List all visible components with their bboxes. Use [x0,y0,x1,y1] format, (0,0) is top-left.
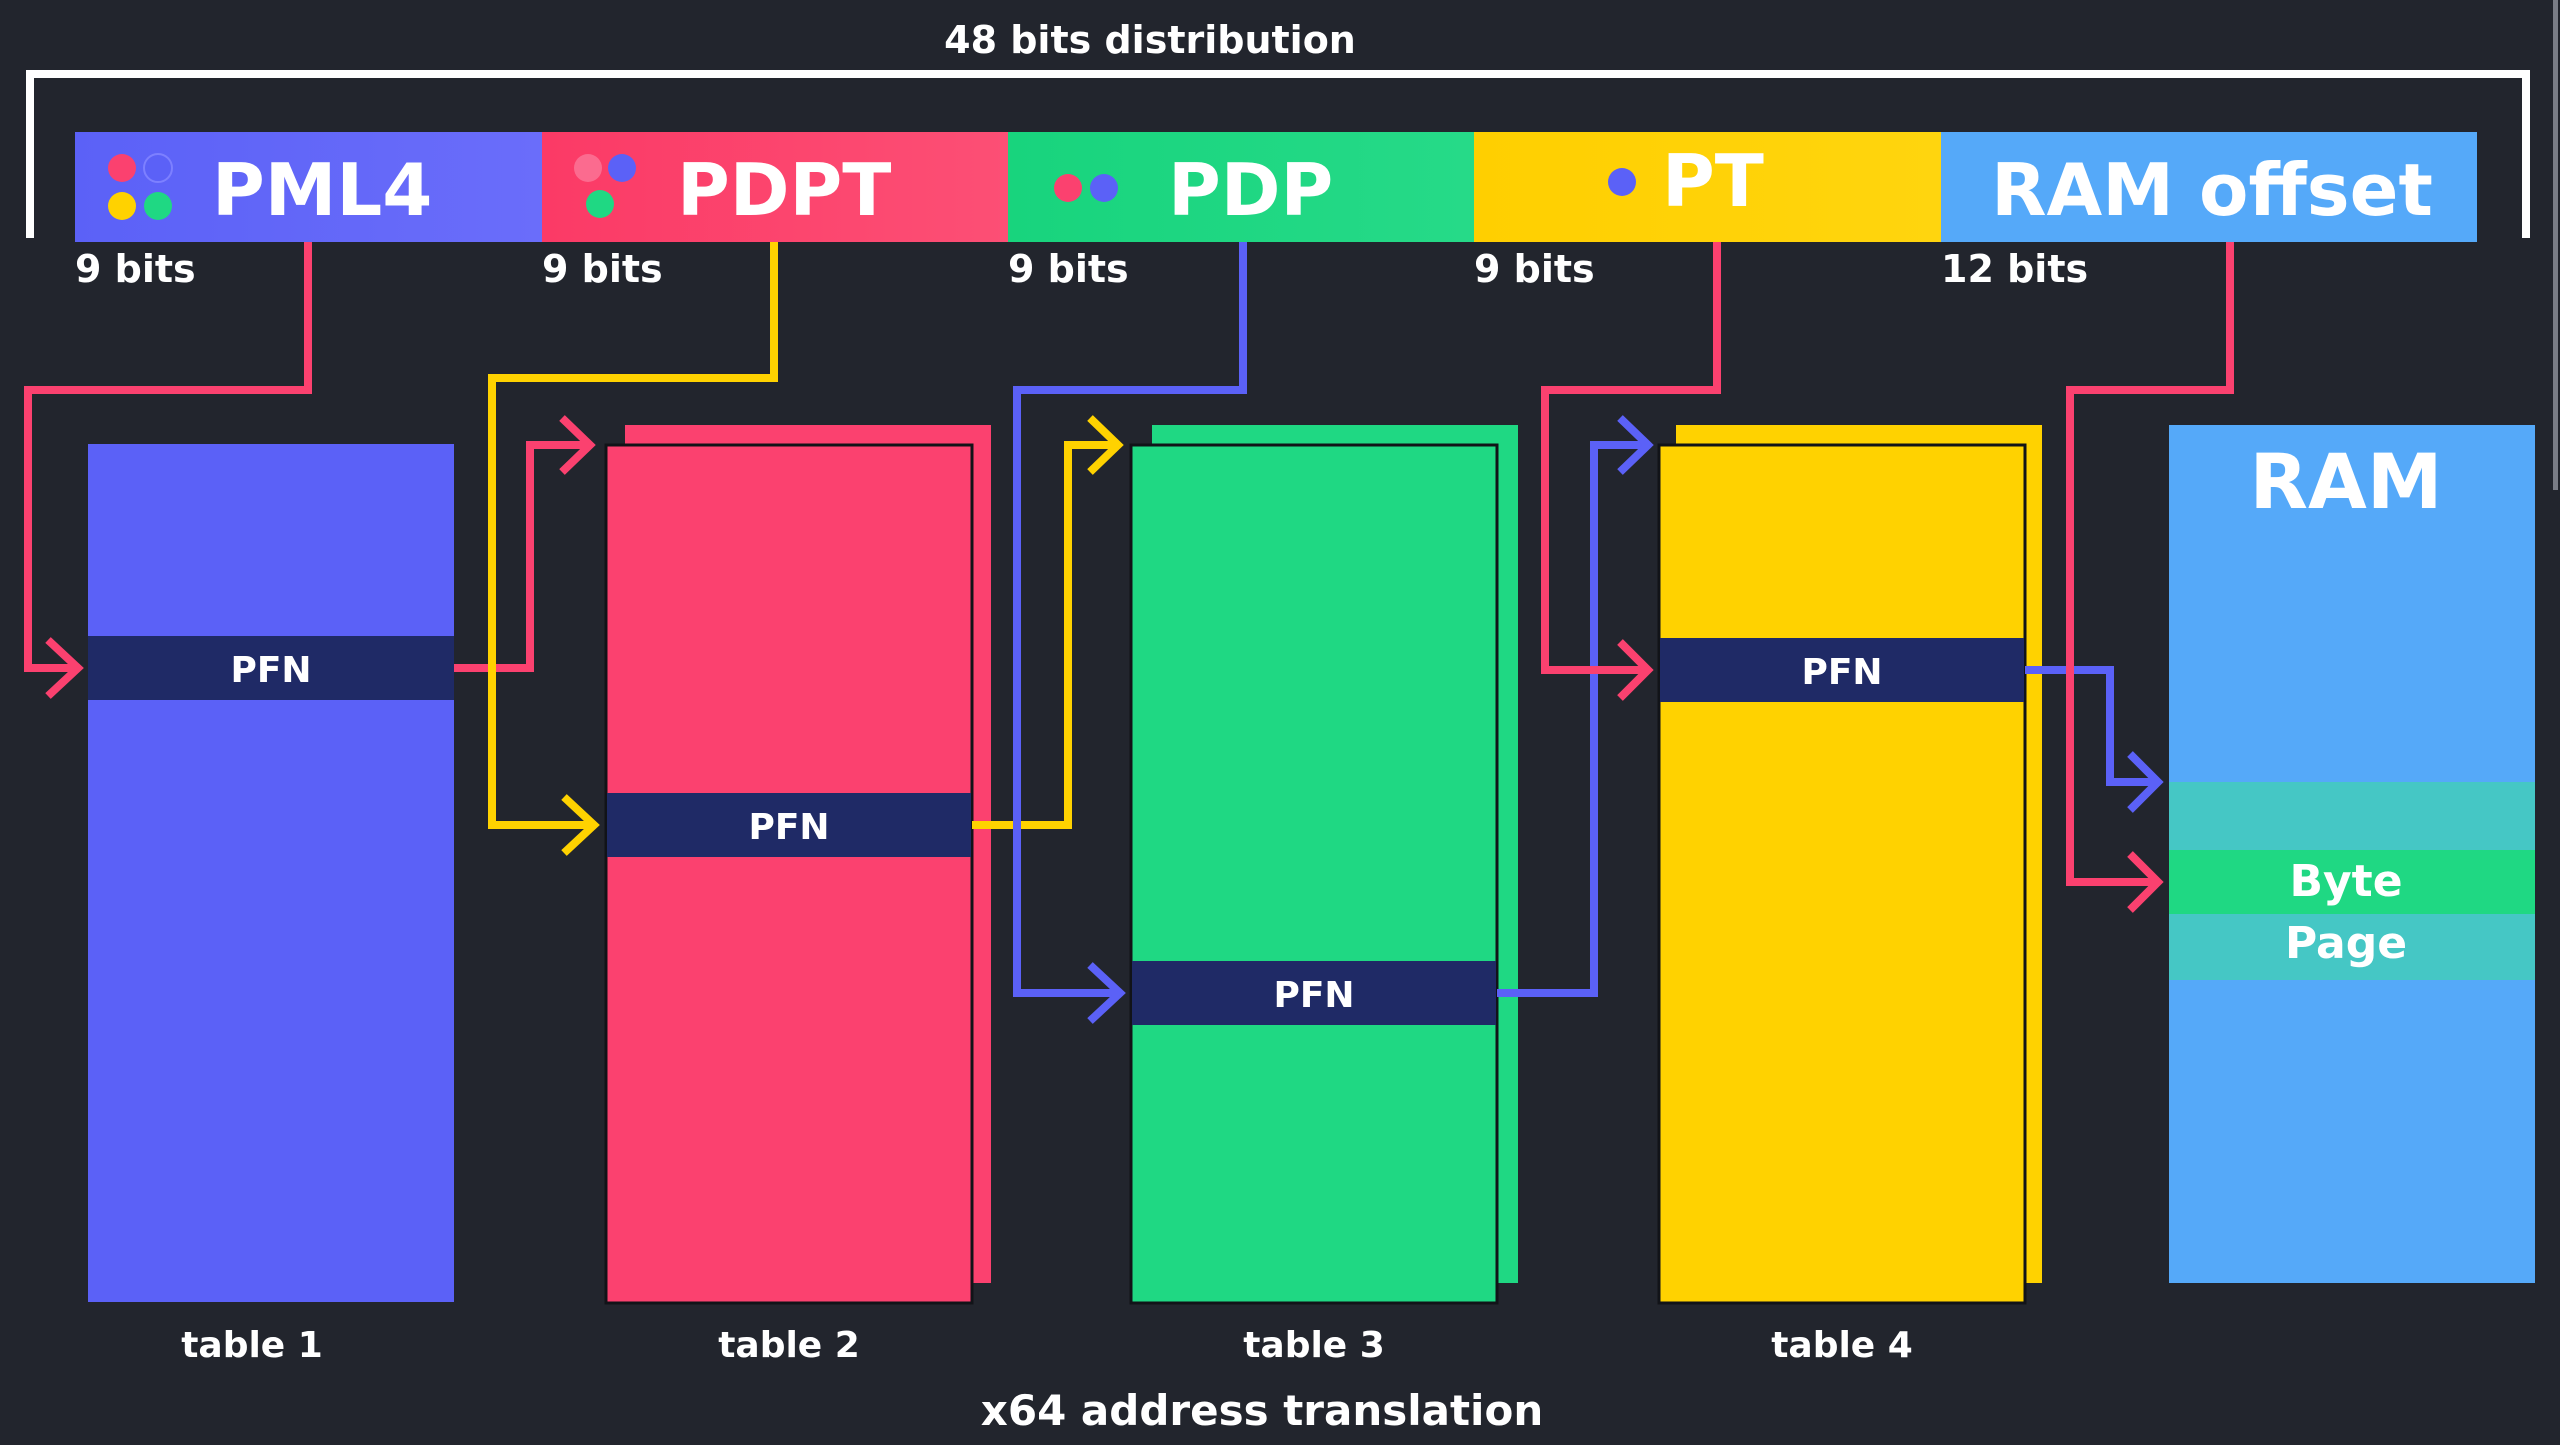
arrow-head-table-3-entry [1087,962,1126,1024]
pml4-dots-icon [108,153,173,220]
connectors [24,242,2234,1024]
distribution-bracket [26,70,2530,238]
ram-block: RAM Byte Page [2169,425,2535,1283]
scrollbar-thumb[interactable] [2553,0,2558,490]
segment-pml4 [75,132,542,242]
bits-label-pdpt: 9 bits [542,247,663,291]
arrow-head-table-4-entry [1617,639,1654,701]
table-3: PFN [1129,425,1518,1305]
table-3-entry [1132,961,1496,1025]
table-2-entry-label: PFN [748,807,829,848]
table-3-caption: table 3 [1243,1325,1385,1366]
segment-label-pml4: PML4 [212,148,432,232]
table-2-entry [607,793,971,857]
address-bar: PML4 PDPT PDP PT RAM offset [75,132,2477,242]
table-1: PFN [88,444,454,1302]
table-4-entry [1660,638,2024,702]
segment-label-ram-offset: RAM offset [1991,148,2433,232]
bits-label-pdp: 9 bits [1008,247,1129,291]
connector-table-1-to-table-2 [454,441,590,672]
arrow-head-ram-page [2127,751,2164,813]
ram-byte-label: Byte [2289,856,2402,907]
table-1-caption: table 1 [181,1325,323,1366]
connector-pdp-to-table-3 [1013,242,1247,997]
connector-pdpt-to-table-2 [488,242,778,829]
bits-label-pt: 9 bits [1474,247,1595,291]
segment-label-pt: PT [1662,139,1764,223]
connector-table-3-to-table-4 [1497,441,1648,997]
connector-pml4-to-table-1 [24,242,312,672]
diagram-caption: x64 address translation [981,1386,1543,1435]
ram-title: RAM [2250,437,2443,526]
pdpt-dots-icon [574,154,636,218]
table-4: PFN [1657,425,2042,1305]
ram-page-label: Page [2285,918,2407,969]
table-4-caption: table 4 [1771,1325,1913,1366]
bits-label-ram-offset: 12 bits [1941,247,2088,291]
arrow-head-table-2-entry [561,794,600,856]
ram-byte-row [2169,850,2535,914]
arrow-head-table-1 [45,637,84,699]
pt-dot-icon [1608,168,1636,196]
segment-pt [1474,132,1941,242]
connector-table-2-to-table-3 [972,441,1118,829]
table-2-caption: table 2 [718,1325,860,1366]
arrow-head-table-4-top [1617,415,1654,475]
arrow-head-table-2-top [559,415,596,475]
table-3-entry-label: PFN [1273,975,1354,1016]
segment-ram-offset [1941,132,2477,242]
segment-label-pdp: PDP [1168,148,1333,232]
segment-label-pdpt: PDPT [677,148,891,232]
arrow-head-table-3-top [1087,415,1124,475]
table-4-entry-label: PFN [1801,652,1882,693]
segment-pdpt [542,132,1008,242]
diagram-title: 48 bits distribution [944,18,1356,62]
arrow-head-ram-byte [2127,851,2164,913]
table-2: PFN [604,425,991,1305]
table-1-entry-label: PFN [230,650,311,691]
table-1-entry [88,636,454,700]
segment-pdp [1008,132,1474,242]
connector-pt-to-table-4 [1541,242,1721,674]
connector-offset-to-ram-byte [2066,242,2234,886]
pdp-dots-icon [1054,174,1118,202]
bits-label-pml4: 9 bits [75,247,196,291]
